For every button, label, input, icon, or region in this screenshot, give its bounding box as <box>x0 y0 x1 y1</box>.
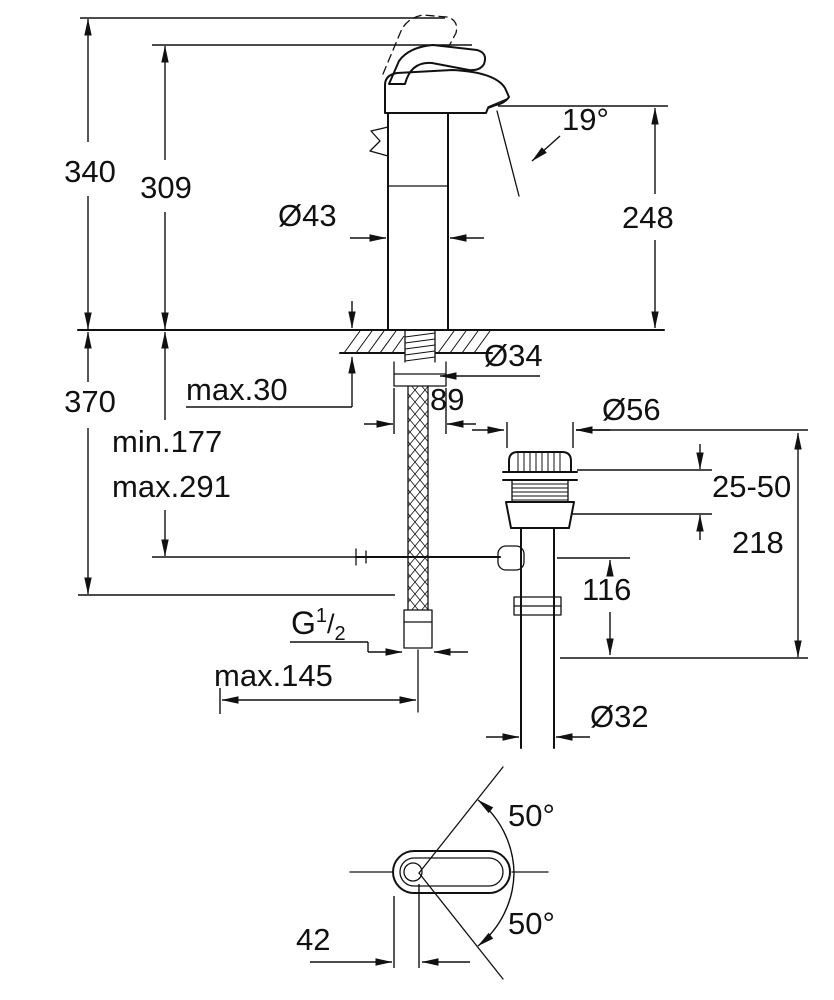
dimension-labels: 340 309 370 min.177 max.291 Ø43 19° 248 … <box>64 102 791 957</box>
swivel-arc-upper <box>477 799 515 874</box>
waste-plug-knurling <box>517 453 561 471</box>
faucet-side-view <box>369 14 520 331</box>
rod-ball-joint <box>497 545 525 571</box>
water-stream-angle-line <box>496 110 520 197</box>
cartridge-circle <box>403 862 423 882</box>
dim-label-max145: max.145 <box>214 658 333 693</box>
dim-label-309: 309 <box>140 170 192 205</box>
dim-label-340: 340 <box>64 154 116 189</box>
drain-locking-nut <box>505 501 575 529</box>
dim-label-116: 116 <box>582 572 631 607</box>
hose-braid-texture <box>408 386 428 610</box>
dim-label-370: 370 <box>64 384 116 419</box>
pop-up-rod <box>355 545 525 571</box>
lever-raised-outline <box>382 14 458 75</box>
base-outline <box>392 850 511 894</box>
dim-label-50deg-upper: 50° <box>508 798 555 833</box>
dim-label-g-half: G1/2 <box>291 605 346 645</box>
threaded-shank <box>404 329 436 363</box>
drain-assembly <box>502 451 578 749</box>
top-view <box>349 766 549 980</box>
dimension-lines <box>78 17 808 968</box>
dim-label-dia56: Ø56 <box>602 392 661 427</box>
dim-label-max30: max.30 <box>186 372 288 407</box>
dim-label-218: 218 <box>732 525 784 560</box>
waste-plug-cap <box>508 451 572 473</box>
swivel-line-upper <box>418 766 504 874</box>
dim-label-248: 248 <box>622 200 674 235</box>
dim-label-min177: min.177 <box>112 424 222 459</box>
dim-label-dia32: Ø32 <box>590 699 649 734</box>
dim-label-50deg-lower: 50° <box>508 906 555 941</box>
dim-label-25-50: 25-50 <box>712 469 791 504</box>
supply-hose <box>403 385 433 713</box>
side-clip <box>369 126 389 157</box>
base-inner-outline <box>399 857 504 887</box>
dim-label-max291: max.291 <box>112 469 231 504</box>
hose-connector-nut <box>403 609 433 649</box>
counter-hatching <box>343 330 491 354</box>
spout-head <box>384 69 510 114</box>
aerator-line <box>487 98 508 108</box>
swivel-arc-lower <box>477 872 515 947</box>
swivel-line-lower <box>418 872 504 980</box>
drain-threaded-body <box>511 479 569 503</box>
dim-label-89: 89 <box>430 382 464 417</box>
dim-label-19deg: 19° <box>562 102 609 137</box>
dim-label-42: 42 <box>296 922 330 957</box>
dim-label-dia34: Ø34 <box>484 338 543 373</box>
lever-handle <box>388 44 487 85</box>
counter-cross-section <box>77 329 665 387</box>
dim-label-dia43: Ø43 <box>278 198 337 233</box>
